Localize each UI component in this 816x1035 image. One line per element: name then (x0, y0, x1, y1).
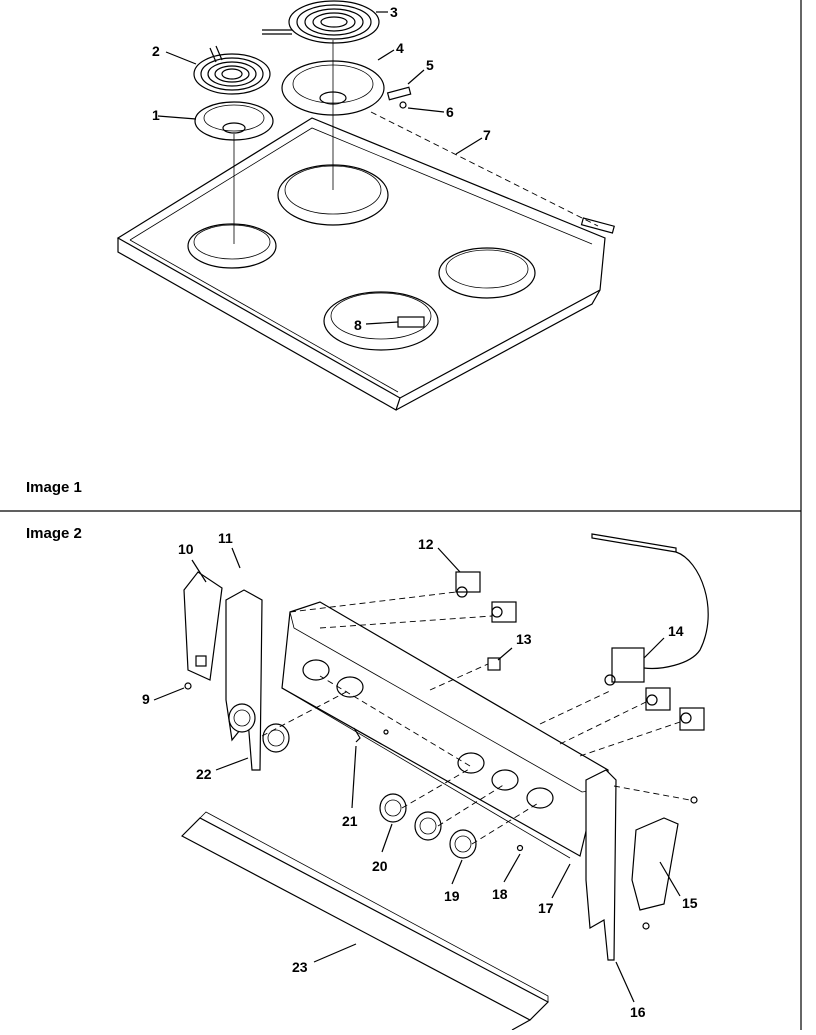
callout-13: 13 (516, 631, 532, 647)
backguard-assembly (281, 601, 609, 859)
callout-4: 4 (396, 40, 404, 56)
callout-6: 6 (446, 104, 454, 120)
callout-11: 11 (218, 530, 233, 546)
callout-15: 15 (682, 895, 698, 911)
callout-7: 7 (483, 127, 491, 143)
callout-5: 5 (426, 57, 434, 73)
callout-14: 14 (668, 623, 684, 639)
drip-bowl-large (281, 40, 385, 190)
image-1-label: Image 1 (26, 479, 82, 496)
surface-element-large (262, 0, 380, 44)
callout-9: 9 (142, 691, 150, 707)
callout-2: 2 (152, 43, 160, 59)
image1-callouts: 1 2 3 4 5 6 7 8 (152, 4, 491, 333)
drip-bowl-small (194, 101, 274, 244)
surface-element-small (193, 45, 271, 95)
knobs (228, 703, 477, 859)
callout-16: 16 (630, 1004, 646, 1020)
trim-strip (181, 811, 549, 1031)
image2-callouts: 9 10 11 12 13 14 15 16 17 18 19 20 21 22… (142, 530, 698, 1020)
callout-3: 3 (390, 4, 398, 20)
callout-18: 18 (492, 886, 508, 902)
callout-8: 8 (354, 317, 362, 333)
image-2-label: Image 2 (26, 525, 82, 542)
callout-23: 23 (292, 959, 308, 975)
callout-19: 19 (444, 888, 460, 904)
hinge-parts (370, 86, 615, 234)
cooktop-assembly (116, 117, 606, 411)
callout-20: 20 (372, 858, 388, 874)
callout-21: 21 (342, 813, 358, 829)
callout-1: 1 (152, 107, 160, 123)
callout-22: 22 (196, 766, 212, 782)
callout-17: 17 (538, 900, 554, 916)
callout-12: 12 (418, 536, 434, 552)
callout-10: 10 (178, 541, 194, 557)
dashed-leader-lines (261, 591, 691, 845)
switches-and-clock (455, 533, 709, 852)
